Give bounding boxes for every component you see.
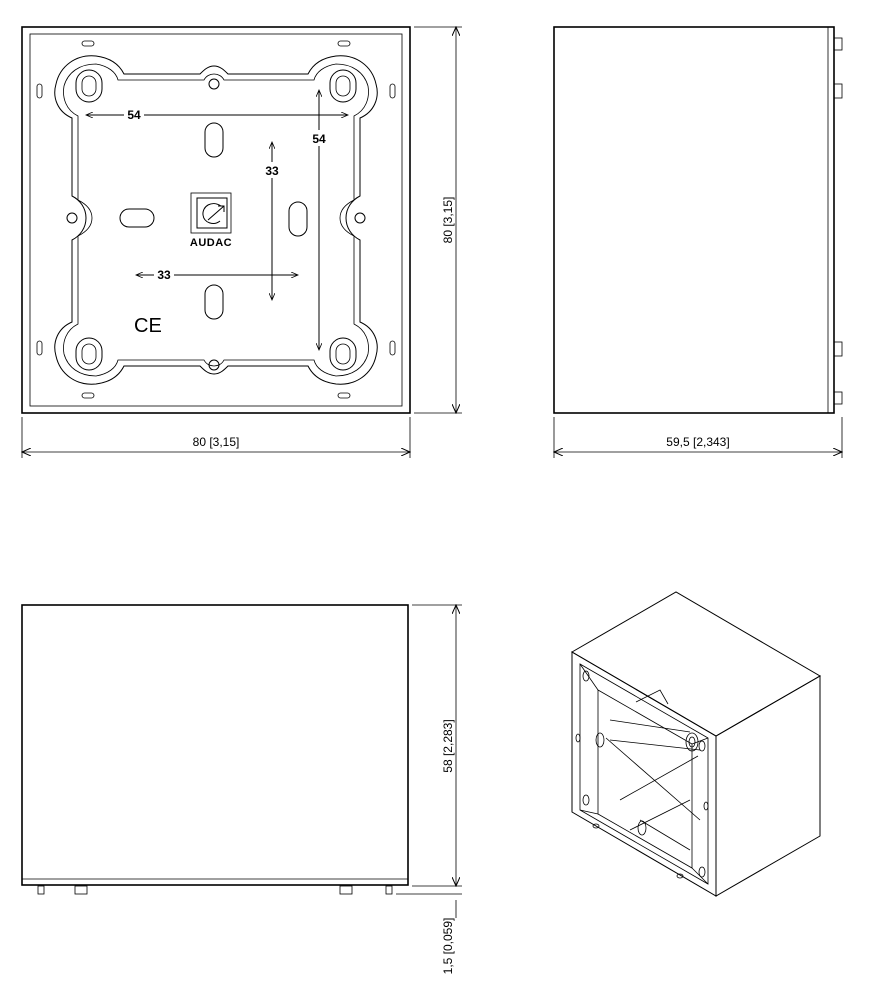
- side-depth-label: 59,5 [2,343]: [666, 435, 729, 449]
- front-height-label: 80 [3,15]: [441, 197, 455, 244]
- dim-54-h-label: 54: [127, 108, 141, 122]
- bottom-body: [21, 604, 409, 886]
- side-view: 59,5 [2,343]: [553, 26, 842, 458]
- inner-body-outline: [54, 55, 378, 385]
- dim-54-v-label: 54: [312, 132, 326, 146]
- bottom-height-label: 58 [2,283]: [441, 719, 455, 772]
- bottom-view: 58 [2,283] 1,5 [0,059]: [21, 604, 462, 975]
- front-view: AUDAC CE 54 54 33 33 80 [3,15] 80 [3,15]: [22, 27, 462, 458]
- side-body: [553, 26, 835, 414]
- logo-text: AUDAC: [190, 237, 232, 249]
- bottom-pin-label: 1,5 [0,059]: [441, 918, 455, 975]
- isometric-view: [571, 591, 821, 897]
- edge-slots: [36, 40, 396, 399]
- dim-33-h-label: 33: [157, 268, 171, 282]
- front-outer-frame: [21, 26, 411, 414]
- ce-mark: CE: [134, 315, 162, 337]
- front-inner-frame: [29, 33, 403, 407]
- audac-logo: AUDAC: [190, 192, 232, 249]
- corner-holes: [75, 69, 357, 371]
- front-width-label: 80 [3,15]: [193, 435, 240, 449]
- dim-33-v-label: 33: [265, 164, 279, 178]
- center-slots: [119, 122, 308, 320]
- inner-body-offset: [63, 63, 369, 377]
- mid-edge-holes: [66, 78, 366, 371]
